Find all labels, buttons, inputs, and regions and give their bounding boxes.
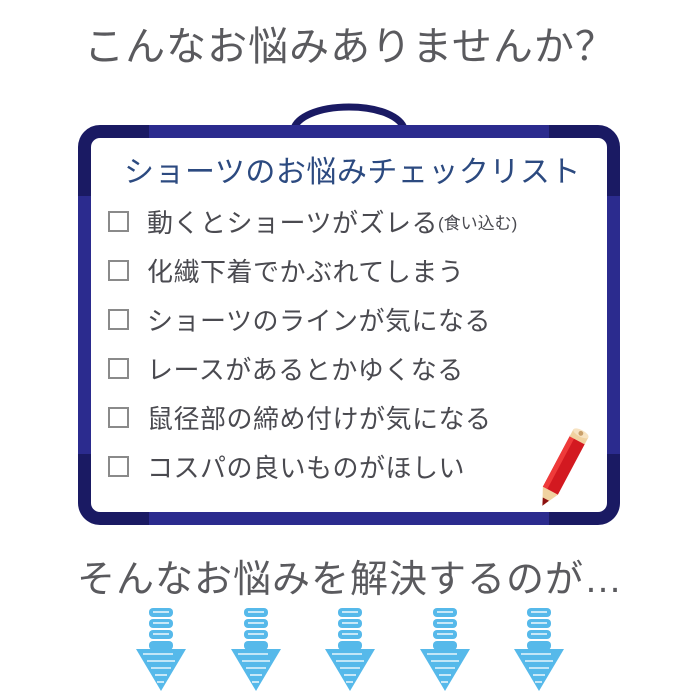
- page-headline: こんなお悩みありませんか？: [84, 25, 616, 69]
- checklist-items: 動くとショーツがズレる (食い込む) 化繊下着でかぶれてしまう ショーツのライン…: [108, 197, 590, 491]
- list-item-label: レースがあるとかゆくなる: [147, 355, 464, 385]
- down-arrow-icon: [325, 608, 375, 691]
- frame-bar-bottom: [120, 512, 578, 525]
- page-caption: そんなお悩みを解決するのが…: [76, 559, 623, 601]
- frame-corner-bottom-left: [78, 454, 149, 525]
- list-item[interactable]: 化繊下着でかぶれてしまう: [108, 246, 590, 295]
- down-arrow-group: [133, 606, 567, 694]
- empty-checkbox-icon[interactable]: [108, 407, 129, 428]
- list-item-label: 動くとショーツがズレる: [147, 208, 438, 238]
- list-item[interactable]: 動くとショーツがズレる (食い込む): [108, 197, 590, 246]
- list-item-label: ショーツのラインが気になる: [147, 306, 491, 336]
- down-arrow-icon: [419, 608, 470, 691]
- list-item-note: (食い込む): [437, 214, 518, 233]
- list-item-label: コスパの良いものがほしい: [147, 453, 466, 483]
- empty-checkbox-icon[interactable]: [108, 309, 129, 330]
- empty-checkbox-icon[interactable]: [108, 358, 129, 379]
- frame-bar-right: [607, 167, 620, 483]
- list-item[interactable]: レースがあるとかゆくなる: [108, 344, 590, 393]
- red-pencil-icon: [528, 418, 598, 518]
- down-arrow-icon: [514, 608, 564, 691]
- empty-checkbox-icon[interactable]: [108, 456, 129, 477]
- frame-corner-top-left: [78, 125, 149, 196]
- list-item[interactable]: 鼠径部の締め付けが気になる: [108, 393, 590, 442]
- hanging-hook-icon: [285, 88, 413, 138]
- empty-checkbox-icon[interactable]: [108, 211, 129, 232]
- frame-bar-left: [78, 167, 91, 483]
- checklist-board: ショーツのお悩みチェックリスト 動くとショーツがズレる (食い込む) 化繊下着で…: [78, 125, 620, 525]
- board-face: [78, 125, 620, 525]
- frame-bar-top: [120, 125, 578, 138]
- down-arrow-icon: [136, 608, 186, 691]
- list-item[interactable]: コスパの良いものがほしい: [108, 442, 590, 491]
- down-arrow-icon: [230, 608, 281, 691]
- list-item-label: 鼠径部の締め付けが気になる: [147, 404, 492, 434]
- checklist-title: ショーツのお悩みチェックリスト: [124, 156, 581, 189]
- list-item[interactable]: ショーツのラインが気になる: [108, 295, 590, 344]
- empty-checkbox-icon[interactable]: [108, 260, 129, 281]
- list-item-label: 化繊下着でかぶれてしまう: [147, 257, 465, 287]
- frame-corner-bottom-right: [549, 454, 620, 525]
- frame-corner-top-right: [549, 125, 620, 196]
